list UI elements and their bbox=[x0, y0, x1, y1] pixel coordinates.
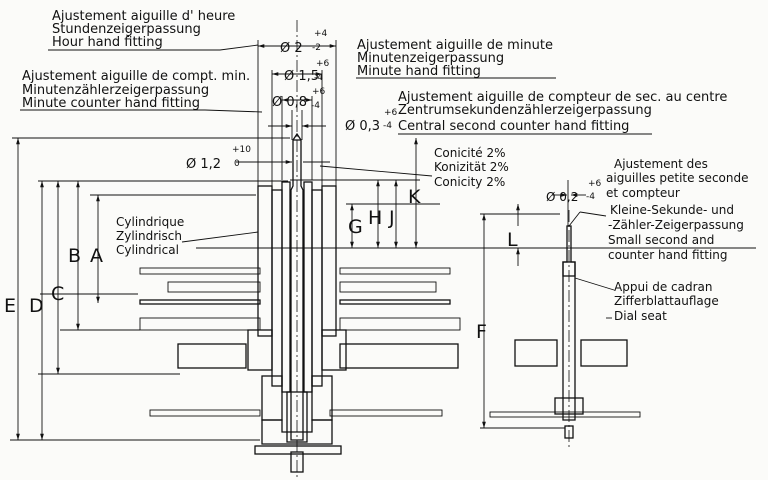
hour-hand-tol-lower: -2 bbox=[312, 43, 321, 53]
dimension-letters: E D C B A G H J K F L bbox=[4, 186, 518, 343]
dial-seat-en: Dial seat bbox=[614, 309, 667, 323]
dim-letter-j: J bbox=[388, 207, 395, 229]
small-second-tol-lower: -4 bbox=[586, 192, 595, 202]
cylindrical-label: Cylindrique Zylindrisch Cylindrical bbox=[116, 215, 184, 257]
dial-seat-de: Zifferblattauflage bbox=[614, 294, 719, 308]
small-second-label: Ajustement des aiguilles petite seconde … bbox=[546, 157, 748, 262]
minute-counter-label: Ajustement aiguille de compt. min. Minut… bbox=[22, 69, 326, 111]
central-second-tol-lower: -4 bbox=[383, 121, 392, 131]
conicity-fr: Conicité 2% bbox=[434, 146, 506, 160]
small-second-diameter: Ø 0,2 bbox=[546, 190, 578, 204]
dim-letter-k: K bbox=[408, 186, 421, 208]
minute-hand-en: Minute hand fitting bbox=[357, 64, 481, 79]
small-second-line6: Small second and bbox=[608, 233, 714, 247]
upper-discs bbox=[139, 267, 461, 331]
conicity-en: Conicity 2% bbox=[434, 175, 505, 189]
minute-hand-diameter: Ø 1,5 bbox=[284, 69, 319, 84]
cylindrical-de: Zylindrisch bbox=[116, 229, 182, 243]
hour-hand-de: Stundenzeigerpassung bbox=[52, 22, 201, 37]
small-second-assembly bbox=[489, 210, 641, 450]
dim-letter-e: E bbox=[4, 295, 16, 317]
central-second-en: Central second counter hand fitting bbox=[398, 119, 629, 134]
small-second-line5: -Zähler-Zeigerpassung bbox=[608, 218, 744, 232]
arbor-tol-upper: +10 bbox=[232, 145, 251, 155]
small-second-line3: et compteur bbox=[606, 186, 680, 200]
central-second-fr: Ajustement aiguille de compteur de sec. … bbox=[398, 90, 727, 105]
dim-letter-g: G bbox=[348, 216, 363, 238]
small-second-line4: Kleine-Sekunde- und bbox=[610, 203, 734, 217]
bottom-wheel bbox=[261, 419, 333, 445]
dim-letter-h: H bbox=[368, 207, 382, 229]
central-second-label: Ajustement aiguille de compteur de sec. … bbox=[345, 90, 727, 134]
dial-seat-label: Appui de cadran Zifferblattauflage Dial … bbox=[614, 280, 719, 323]
dim-letter-d: D bbox=[29, 295, 44, 317]
dim-letter-a: A bbox=[90, 245, 103, 267]
arbor-tol-lower: 0 bbox=[234, 159, 240, 169]
minute-hand-label: Ajustement aiguille de minute Minutenzei… bbox=[284, 38, 553, 84]
vertical-dimensions bbox=[16, 138, 520, 440]
minute-counter-de: Minutenzählerzeigerpassung bbox=[22, 83, 209, 98]
dim-letter-f: F bbox=[476, 321, 487, 343]
minute-hand-fr: Ajustement aiguille de minute bbox=[357, 38, 553, 53]
minute-hand-tol-upper: +6 bbox=[316, 59, 330, 69]
counter-pipe bbox=[281, 181, 313, 393]
cylindrical-en: Cylindrical bbox=[116, 243, 179, 257]
dim-letter-b: B bbox=[68, 245, 81, 267]
central-second-tol-upper: +6 bbox=[384, 108, 398, 118]
small-second-tol-upper: +6 bbox=[588, 179, 602, 189]
arbor-diameter: Ø 1,2 bbox=[186, 157, 221, 172]
arbor-label: Ø 1,2 +10 0 bbox=[186, 145, 251, 172]
minute-counter-diameter: Ø 0,8 bbox=[272, 95, 307, 110]
conicity-de: Konizität 2% bbox=[434, 160, 509, 174]
small-second-line1: Ajustement des bbox=[614, 157, 708, 171]
dim-letter-l: L bbox=[507, 229, 518, 251]
conicity-label: Conicité 2% Konizität 2% Conicity 2% bbox=[434, 146, 509, 189]
dial-seat-fr: Appui de cadran bbox=[614, 280, 712, 294]
minute-counter-tol-upper: +6 bbox=[312, 87, 326, 97]
minute-counter-tol-lower: -4 bbox=[311, 101, 320, 111]
hour-hand-fr: Ajustement aiguille d' heure bbox=[52, 9, 235, 24]
small-second-line7: counter hand fitting bbox=[608, 248, 728, 262]
plates bbox=[149, 343, 459, 455]
hour-hand-label: Ajustement aiguille d' heure Stundenzeig… bbox=[52, 9, 328, 56]
hour-hand-diameter: Ø 2 bbox=[280, 41, 303, 56]
central-arbor bbox=[286, 132, 308, 473]
main-assembly bbox=[139, 20, 461, 478]
central-second-diameter: Ø 0,3 bbox=[345, 119, 380, 134]
minute-counter-fr: Ajustement aiguille de compt. min. bbox=[22, 69, 250, 84]
small-second-line2: aiguilles petite seconde bbox=[606, 171, 748, 185]
hour-hand-en: Hour hand fitting bbox=[52, 35, 163, 50]
cylindrical-fr: Cylindrique bbox=[116, 215, 184, 229]
minute-hand-de: Minutenzeigerpassung bbox=[357, 51, 504, 66]
minute-counter-en: Minute counter hand fitting bbox=[22, 96, 200, 111]
dim-letter-c: C bbox=[51, 283, 64, 305]
minute-hand-tol-lower: -4 bbox=[314, 73, 323, 83]
leader-lines bbox=[10, 40, 756, 441]
central-second-de: Zentrumsekundenzählerzeigerpassung bbox=[398, 103, 652, 118]
hour-hand-tol-upper: +4 bbox=[314, 29, 328, 39]
